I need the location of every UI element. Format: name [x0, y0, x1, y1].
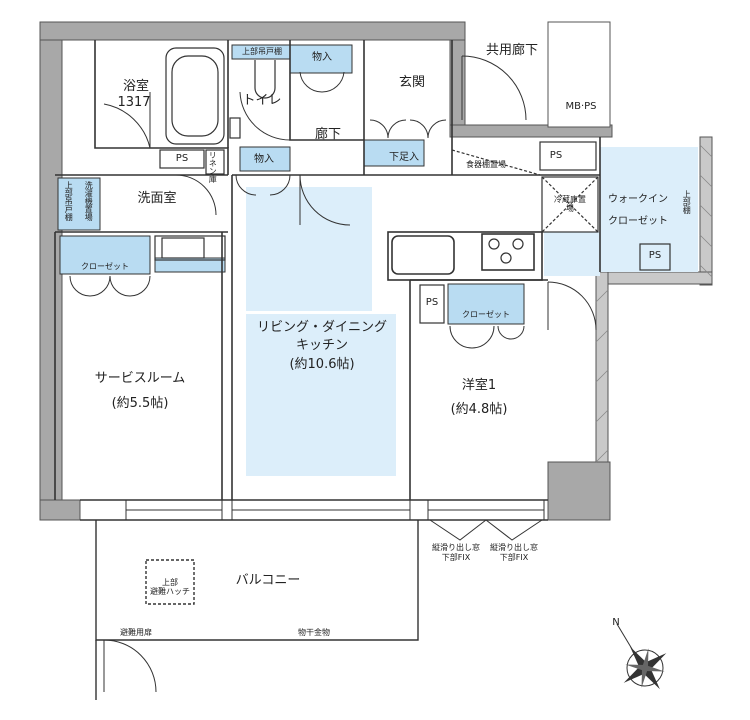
western-room-label: 洋室1	[461, 378, 497, 393]
wall-left-bottom	[39, 499, 81, 521]
structural-walls	[39, 21, 713, 521]
ps-box	[419, 284, 445, 324]
mbps-label: MB·PS	[565, 101, 597, 112]
dish-shelf-label: 食器棚置場	[466, 160, 506, 169]
wic-label: ウォークイン	[608, 194, 668, 205]
service-room-label: サービスルーム	[94, 371, 186, 386]
shoe-box-label: 下足入	[389, 152, 419, 163]
wall-shaft-bottom	[449, 124, 613, 138]
shared-corridor-label: 共用廊下	[485, 43, 539, 58]
linen-label: リネン庫	[208, 151, 218, 183]
compass-rose	[616, 623, 667, 690]
wall-wic-bottom	[595, 271, 713, 285]
fridge-label: 冷蔵庫置場	[554, 195, 586, 214]
balcony-outline	[95, 520, 419, 700]
closet2-label: クローゼット	[462, 310, 510, 319]
western-size-label: (約4.8帖)	[450, 402, 508, 417]
bath-label: 浴室	[122, 79, 150, 94]
service-size-label: (約5.5帖)	[111, 396, 169, 411]
north-label: N	[612, 617, 620, 628]
wic-hatch	[595, 144, 713, 463]
ldk-size-label: (約10.6帖)	[289, 357, 355, 372]
hatch-label: 上部	[162, 578, 178, 587]
blue-areas	[57, 44, 698, 476]
ps3-label: PS	[648, 250, 662, 261]
window2-fix-label: 下部FIX	[499, 553, 529, 562]
upper-shelf-label: 上部棚	[682, 190, 692, 214]
toilet	[254, 60, 276, 99]
fixtures	[154, 47, 671, 324]
bathtub	[165, 47, 225, 145]
corridor-label: 廊下	[314, 127, 342, 142]
washer-shelf-label: 上部吊戸棚	[64, 181, 74, 221]
ps4-label: PS	[425, 297, 439, 308]
ps2-label: PS	[549, 150, 563, 161]
wic2-label: クローゼット	[608, 216, 668, 227]
toilet-shelf-label: 上部吊戸棚	[242, 47, 282, 56]
entrance-label: 玄関	[398, 75, 426, 90]
mbps-box	[547, 21, 611, 128]
wall-top	[39, 21, 466, 41]
clothes-rack-label: 物干金物	[298, 628, 330, 637]
wall-left	[39, 21, 63, 521]
bath-size-label: 1317	[117, 95, 151, 110]
doors	[69, 55, 597, 693]
ldk-kitchen-label: キッチン	[295, 338, 349, 353]
window1-fix-label: 下部FIX	[441, 553, 471, 562]
ps1-label: PS	[175, 153, 189, 164]
toilet-label: トイレ	[242, 93, 282, 108]
window1-label: 縦滑り出し窓	[432, 543, 480, 552]
storage2-label: 物入	[254, 154, 274, 165]
window2-label: 縦滑り出し窓	[490, 543, 538, 552]
wall-right-bottom	[547, 461, 611, 521]
ldk-label: リビング・ダイニング	[256, 320, 388, 335]
storage1-label: 物入	[312, 52, 332, 63]
hatch2-label: 避難ハッチ	[150, 587, 190, 596]
washer-area-label: 洗濯機置場	[84, 181, 94, 221]
windows	[125, 499, 545, 541]
washroom-label: 洗面室	[137, 191, 177, 206]
balcony-label: バルコニー	[235, 573, 301, 588]
evac-door-label: 避難用扉	[120, 628, 152, 637]
closet1-label: クローゼット	[81, 262, 129, 271]
